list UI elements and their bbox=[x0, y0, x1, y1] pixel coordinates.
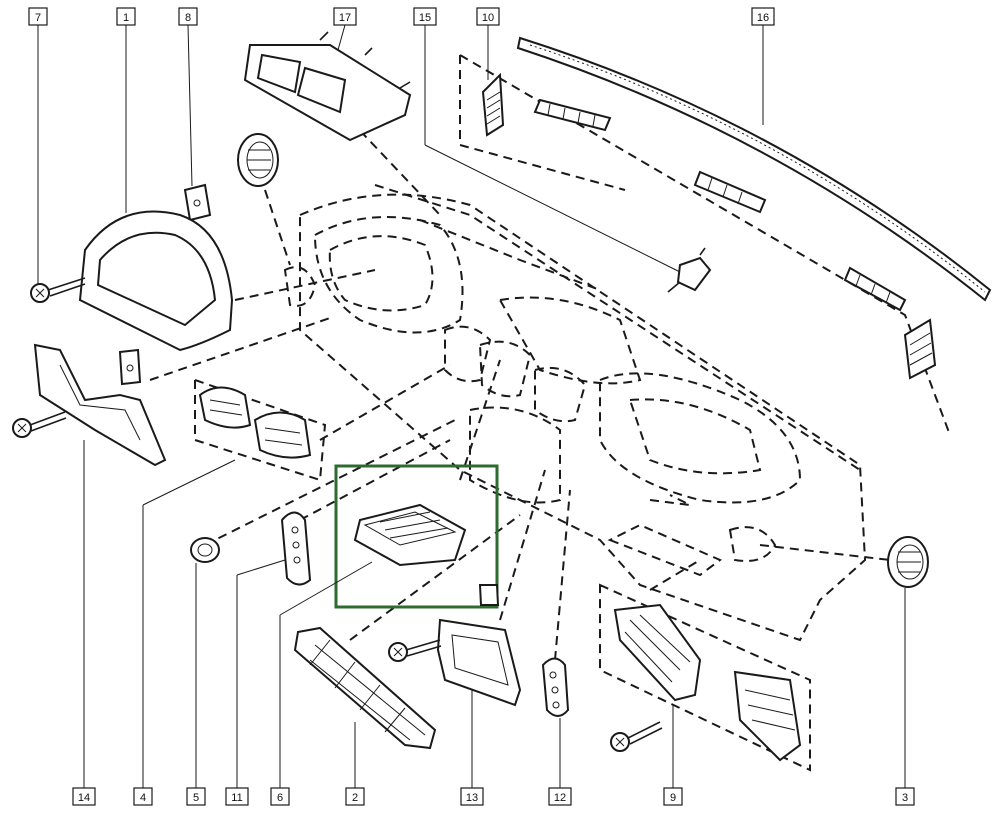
part-8-nut-clip bbox=[183, 183, 212, 222]
svg-text:5: 5 bbox=[193, 792, 199, 804]
callout-box-9: 9 bbox=[663, 787, 683, 806]
defrost-grille-2 bbox=[693, 170, 767, 214]
part-16-trim-strip bbox=[516, 36, 992, 302]
side-vent-right bbox=[903, 318, 937, 380]
callout-box-13: 13 bbox=[460, 787, 484, 806]
part-7-screw bbox=[30, 277, 86, 303]
callout-box-17: 17 bbox=[333, 7, 357, 26]
callout-box-16: 16 bbox=[751, 7, 775, 26]
svg-text:9: 9 bbox=[670, 792, 676, 804]
svg-text:16: 16 bbox=[757, 12, 769, 24]
callout-box-10: 10 bbox=[476, 7, 500, 26]
svg-text:10: 10 bbox=[482, 12, 494, 24]
svg-text:8: 8 bbox=[185, 12, 191, 24]
part-15-clip bbox=[667, 247, 712, 293]
callout-box-8: 8 bbox=[178, 7, 198, 26]
svg-text:6: 6 bbox=[277, 792, 283, 804]
part-14-screw bbox=[12, 411, 67, 438]
part-6-storage-tray bbox=[353, 503, 467, 567]
defrost-grille-3 bbox=[843, 266, 907, 312]
part-9-grille bbox=[733, 670, 802, 762]
part-12-switch-strip bbox=[541, 657, 570, 717]
callout-box-12: 12 bbox=[548, 787, 572, 806]
svg-text:7: 7 bbox=[35, 12, 41, 24]
svg-text:1: 1 bbox=[123, 12, 129, 24]
part-1-cluster-bezel bbox=[78, 210, 234, 352]
callout-box-2: 2 bbox=[345, 787, 365, 806]
svg-text:12: 12 bbox=[554, 792, 566, 804]
callout-box-5: 5 bbox=[186, 787, 206, 806]
part-9-vent-housing bbox=[613, 603, 702, 702]
assembly-leaders bbox=[149, 54, 951, 772]
callout-box-4: 4 bbox=[133, 787, 153, 806]
part-14-side-panel bbox=[33, 343, 167, 467]
svg-text:14: 14 bbox=[78, 792, 90, 804]
upper-round-vent bbox=[237, 133, 279, 187]
svg-text:11: 11 bbox=[231, 792, 242, 804]
svg-text:3: 3 bbox=[902, 792, 908, 804]
part-5-push-clip bbox=[190, 537, 220, 563]
callout-box-11: 11 bbox=[225, 787, 249, 806]
part-13-frame bbox=[436, 584, 522, 707]
callout-box-6: 6 bbox=[270, 787, 290, 806]
svg-text:13: 13 bbox=[466, 792, 478, 804]
part-13-screw bbox=[388, 639, 442, 662]
dashboard-outline bbox=[283, 184, 867, 642]
svg-text:2: 2 bbox=[352, 792, 358, 804]
part-10-side-vent-left bbox=[481, 72, 505, 137]
svg-text:15: 15 bbox=[419, 12, 431, 24]
part-17-cluster-housing bbox=[243, 31, 412, 142]
part-9-screw bbox=[610, 721, 663, 752]
callout-box-15: 15 bbox=[413, 7, 437, 26]
part-3-round-vent bbox=[887, 536, 929, 588]
svg-text:17: 17 bbox=[339, 12, 351, 24]
callout-box-1: 1 bbox=[116, 7, 136, 26]
callout-box-14: 14 bbox=[72, 787, 96, 806]
part-4-center-vents bbox=[198, 386, 312, 459]
callout-box-3: 3 bbox=[895, 787, 915, 806]
defrost-grille-1 bbox=[533, 98, 612, 132]
callout-leaders bbox=[37, 24, 906, 788]
part-2-grille bbox=[293, 626, 437, 750]
callout-box-7: 7 bbox=[28, 7, 48, 26]
svg-text:4: 4 bbox=[140, 792, 146, 804]
part-6-highlight-box bbox=[334, 464, 499, 609]
part-11-switch-panel bbox=[280, 511, 312, 586]
